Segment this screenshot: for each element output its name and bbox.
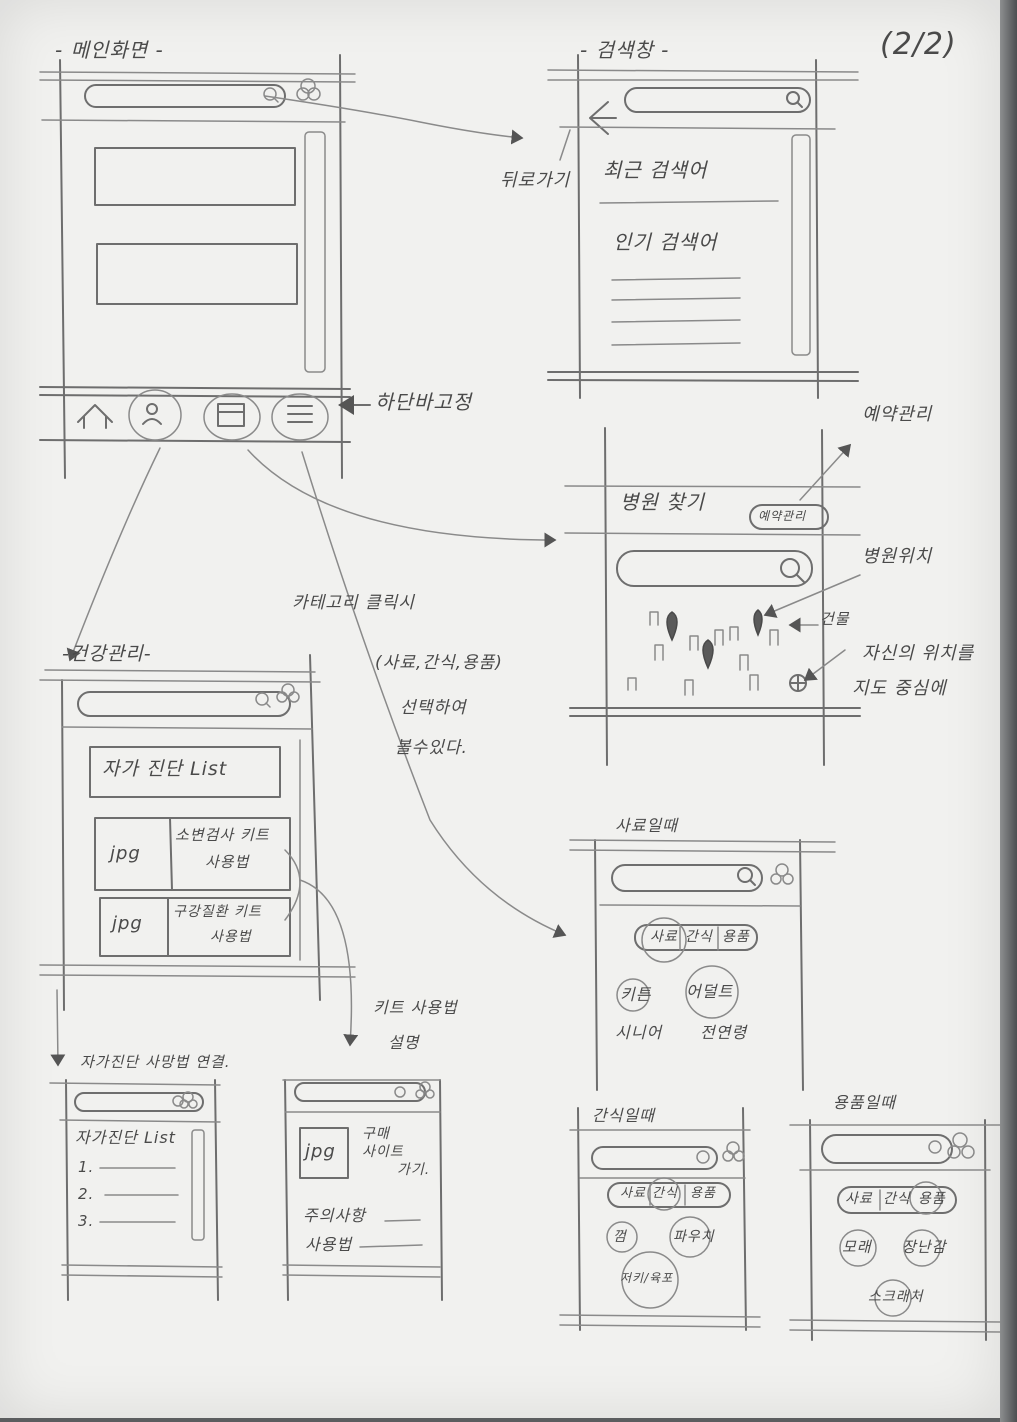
- desk-edge: [1000, 0, 1017, 1422]
- category-note-1: 카테고리 클릭시: [292, 593, 415, 613]
- kit-thumbnail: jpg: [305, 1141, 336, 1162]
- goods-tab-feed: 사료: [845, 1191, 873, 1207]
- popular-searches-label: 인기 검색어: [613, 230, 718, 254]
- category-note-4: 볼수있다.: [395, 738, 468, 758]
- selfcheck-list-title: 자가진단 List: [75, 1128, 176, 1147]
- reservation-badge: 예약관리: [758, 509, 807, 523]
- search-screen-title: - 검색창 -: [580, 38, 670, 62]
- goods-chip-litter: 모래: [842, 1238, 872, 1256]
- selfcheck-list-button: 자가 진단 List: [102, 758, 228, 780]
- goods-chip-toy: 장난감: [902, 1238, 947, 1256]
- hospital-screen-title: 병원 찾기: [620, 490, 705, 514]
- category-note-2: (사료,간식,용품): [375, 653, 503, 673]
- main-screen-title: - 메인화면 -: [55, 38, 164, 62]
- selfcheck-number-3: 3.: [78, 1212, 95, 1230]
- kit-buy-3: 가기.: [397, 1162, 431, 1178]
- feed-tab-goods: 용품: [722, 929, 750, 945]
- snack-tab-feed: 사료: [620, 1186, 646, 1201]
- kit-usage: 사용법: [305, 1235, 353, 1254]
- health-screen-sketch: [39, 654, 359, 1067]
- item-1-thumbnail: jpg: [110, 843, 141, 864]
- item-2-thumbnail: jpg: [112, 913, 143, 934]
- item-1-subtitle: 사용법: [205, 853, 250, 871]
- kit-buy-2: 사이트: [362, 1144, 404, 1160]
- building-note: 건물: [820, 610, 850, 628]
- kit-buy-1: 구매: [362, 1126, 390, 1142]
- search-screen-sketch: [547, 54, 859, 399]
- goods-screen-sketch: [789, 1119, 1001, 1341]
- main-screen-sketch: [39, 54, 371, 479]
- kit-caption-2: 설명: [388, 1033, 420, 1052]
- page-number: (2/2): [880, 27, 957, 62]
- hospital-screen-sketch: [564, 427, 861, 766]
- recent-searches-label: 최근 검색어: [603, 158, 708, 182]
- kit-screen-sketch: [282, 1079, 443, 1301]
- kit-caption-1: 키트 사용법: [373, 998, 458, 1017]
- goods-tab-goods: 용품: [918, 1191, 946, 1207]
- self-location-note-1: 자신의 위치를: [862, 643, 975, 664]
- snack-screen-sketch: [559, 1107, 761, 1331]
- self-location-note-2: 지도 중심에: [852, 678, 947, 699]
- bottom-bar-note: 하단바고정: [375, 390, 472, 414]
- item-1-title: 소변검사 키트: [175, 826, 270, 844]
- selfcheck-caption: 자가진단 사망법 연결.: [80, 1053, 231, 1071]
- snack-tab-snack: 간식: [652, 1186, 678, 1201]
- item-2-title: 구강질환 키트: [173, 904, 262, 920]
- back-note: 뒤로가기: [500, 170, 571, 191]
- feed-caption: 사료일때: [615, 816, 678, 835]
- feed-chip-kitten: 키튼: [620, 985, 652, 1004]
- goods-chip-scratcher: 스크래처: [868, 1289, 924, 1305]
- feed-screen-sketch: [569, 839, 836, 1091]
- feed-chip-adult: 어덜트: [686, 982, 734, 1001]
- reservation-note: 예약관리: [862, 404, 933, 425]
- hospital-location-note: 병원위치: [862, 546, 933, 567]
- goods-caption: 용품일때: [833, 1093, 896, 1112]
- feed-tab-snack: 간식: [685, 929, 713, 945]
- selfcheck-screen-sketch: [49, 1079, 223, 1301]
- snack-tab-goods: 용품: [690, 1186, 716, 1201]
- item-2-subtitle: 사용법: [210, 929, 252, 945]
- selfcheck-number-2: 2.: [78, 1185, 95, 1203]
- kit-caution: 주의사항: [303, 1206, 366, 1225]
- selfcheck-number-1: 1.: [78, 1158, 95, 1176]
- category-note-3: 선택하여: [400, 698, 467, 718]
- feed-chip-senior: 시니어: [615, 1023, 663, 1042]
- snack-chip-gum: 껌: [613, 1229, 627, 1245]
- health-screen-title: -건강관리-: [62, 643, 152, 665]
- snack-chip-pouch: 파우치: [673, 1229, 715, 1245]
- snack-caption: 간식일때: [592, 1106, 655, 1125]
- feed-tab-feed: 사료: [650, 929, 678, 945]
- feed-chip-all-ages: 전연령: [700, 1023, 748, 1042]
- goods-tab-snack: 간식: [883, 1191, 911, 1207]
- snack-chip-jerky: 저키/육포: [620, 1271, 674, 1285]
